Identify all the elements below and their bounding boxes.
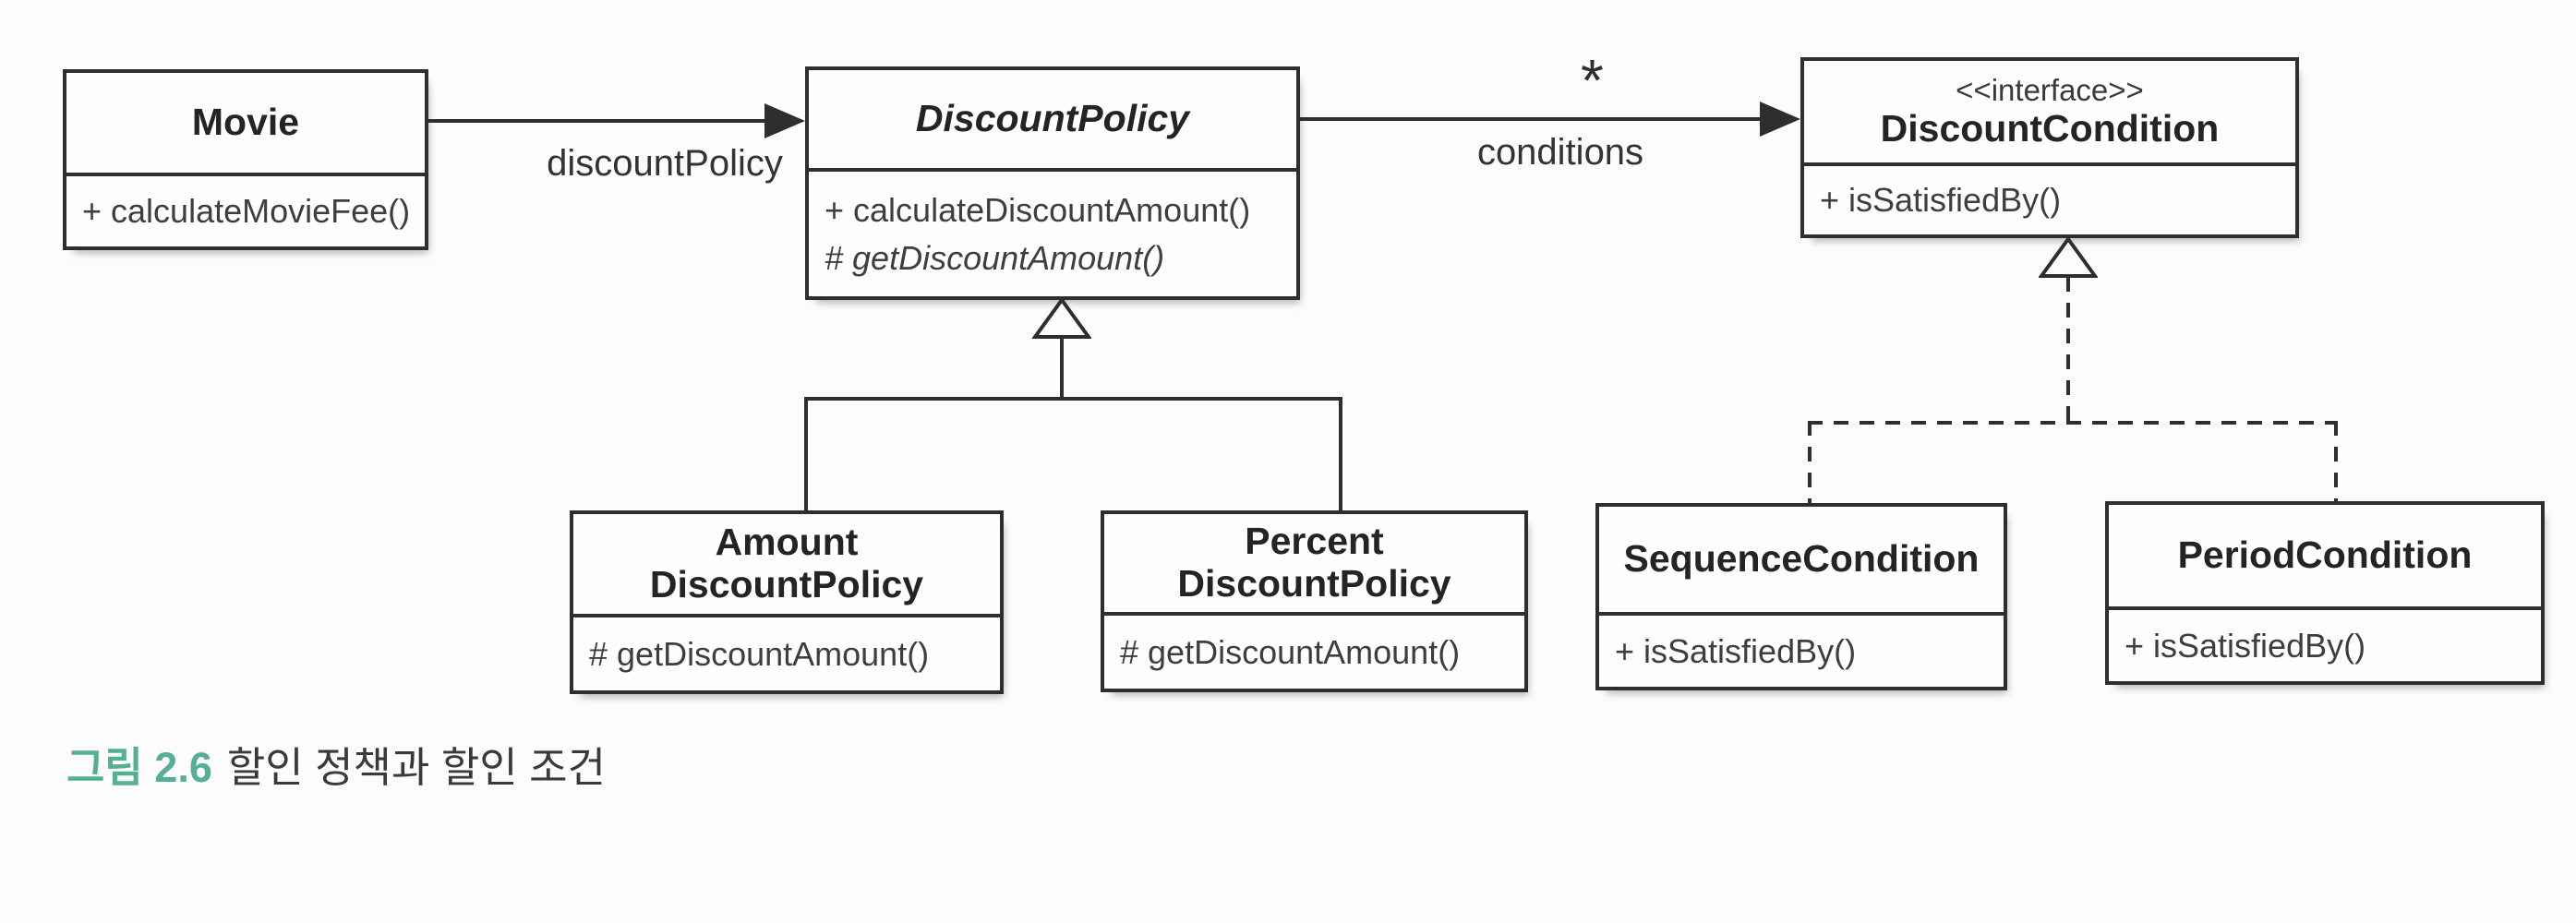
class-name-line: Amount <box>715 521 859 564</box>
class-method: # getDiscountAmount() <box>825 238 1165 277</box>
generalization-line-crossbar <box>804 397 1342 401</box>
figure-caption: 그림 2.6 할인 정책과 할인 조건 <box>66 734 606 794</box>
class-name: SequenceCondition <box>1623 537 1980 581</box>
class-methods: # getDiscountAmount() <box>573 617 1000 690</box>
association-line-movie-discountpolicy <box>428 119 776 123</box>
association-label-conditions: conditions <box>1476 132 1644 173</box>
association-line-discountpolicy-discountcondition <box>1300 117 1767 121</box>
generalization-line-amount <box>804 397 808 510</box>
class-methods: + calculateDiscountAmount() # getDiscoun… <box>809 172 1296 296</box>
class-name-line: DiscountPolicy <box>649 563 924 605</box>
class-box-discount-condition: <<interface>> DiscountCondition + isSati… <box>1800 57 2299 238</box>
class-method: + isSatisfiedBy() <box>1820 181 2062 220</box>
class-method: # getDiscountAmount() <box>589 634 930 673</box>
class-title: SequenceCondition <box>1599 507 2004 616</box>
class-methods: + isSatisfiedBy() <box>2109 610 2541 681</box>
generalization-line-stem <box>1060 336 1064 401</box>
class-title: <<interface>> DiscountCondition <box>1804 61 2295 166</box>
generalization-line-percent <box>1339 397 1342 510</box>
class-title: Percent DiscountPolicy <box>1104 514 1524 616</box>
caption-text: 할인 정책과 할인 조건 <box>226 744 606 791</box>
class-methods: + isSatisfiedBy() <box>1804 166 2295 234</box>
class-method: + isSatisfiedBy() <box>1615 631 1857 670</box>
realization-triangle-icon <box>2039 236 2098 278</box>
class-box-sequence-condition: SequenceCondition + isSatisfiedBy() <box>1595 503 2007 690</box>
class-name: Movie <box>191 101 300 144</box>
interface-stereotype: <<interface>> <box>1956 72 2144 107</box>
class-title: Amount DiscountPolicy <box>573 514 1000 617</box>
generalization-triangle-icon <box>1032 297 1091 339</box>
class-box-period-condition: PeriodCondition + isSatisfiedBy() <box>2105 501 2545 685</box>
class-name-line: DiscountPolicy <box>1177 562 1451 605</box>
association-label-discountpolicy: discountPolicy <box>547 143 783 184</box>
class-methods: + calculateMovieFee() <box>66 176 425 246</box>
class-name: DiscountCondition <box>1880 106 2220 150</box>
class-box-amount-discount-policy: Amount DiscountPolicy # getDiscountAmoun… <box>570 510 1004 694</box>
class-method: + calculateMovieFee() <box>82 192 411 231</box>
class-box-percent-discount-policy: Percent DiscountPolicy # getDiscountAmou… <box>1101 510 1528 692</box>
realization-line-crossbar <box>1808 421 2338 425</box>
class-name-line: Percent <box>1245 520 1384 563</box>
realization-line-stem <box>2066 277 2070 423</box>
realization-line-sequence <box>1808 421 1812 505</box>
class-method: + isSatisfiedBy() <box>2125 626 2366 665</box>
class-name: DiscountPolicy <box>915 97 1190 140</box>
class-title: DiscountPolicy <box>809 70 1296 172</box>
arrowhead-icon <box>1760 102 1800 137</box>
class-box-discount-policy: DiscountPolicy + calculateDiscountAmount… <box>805 66 1300 300</box>
class-box-movie: Movie + calculateMovieFee() <box>63 69 428 250</box>
class-title: Movie <box>66 73 425 176</box>
class-methods: # getDiscountAmount() <box>1104 616 1524 689</box>
class-title: PeriodCondition <box>2109 505 2541 610</box>
figure-label: 그림 2.6 <box>66 744 212 791</box>
realization-line-period <box>2334 421 2338 503</box>
multiplicity-star: * <box>1581 47 1604 114</box>
class-method: # getDiscountAmount() <box>1120 632 1461 671</box>
class-methods: + isSatisfiedBy() <box>1599 616 2004 687</box>
class-method: + calculateDiscountAmount() <box>825 191 1251 230</box>
class-name: PeriodCondition <box>2177 533 2473 577</box>
arrowhead-icon <box>764 103 805 138</box>
